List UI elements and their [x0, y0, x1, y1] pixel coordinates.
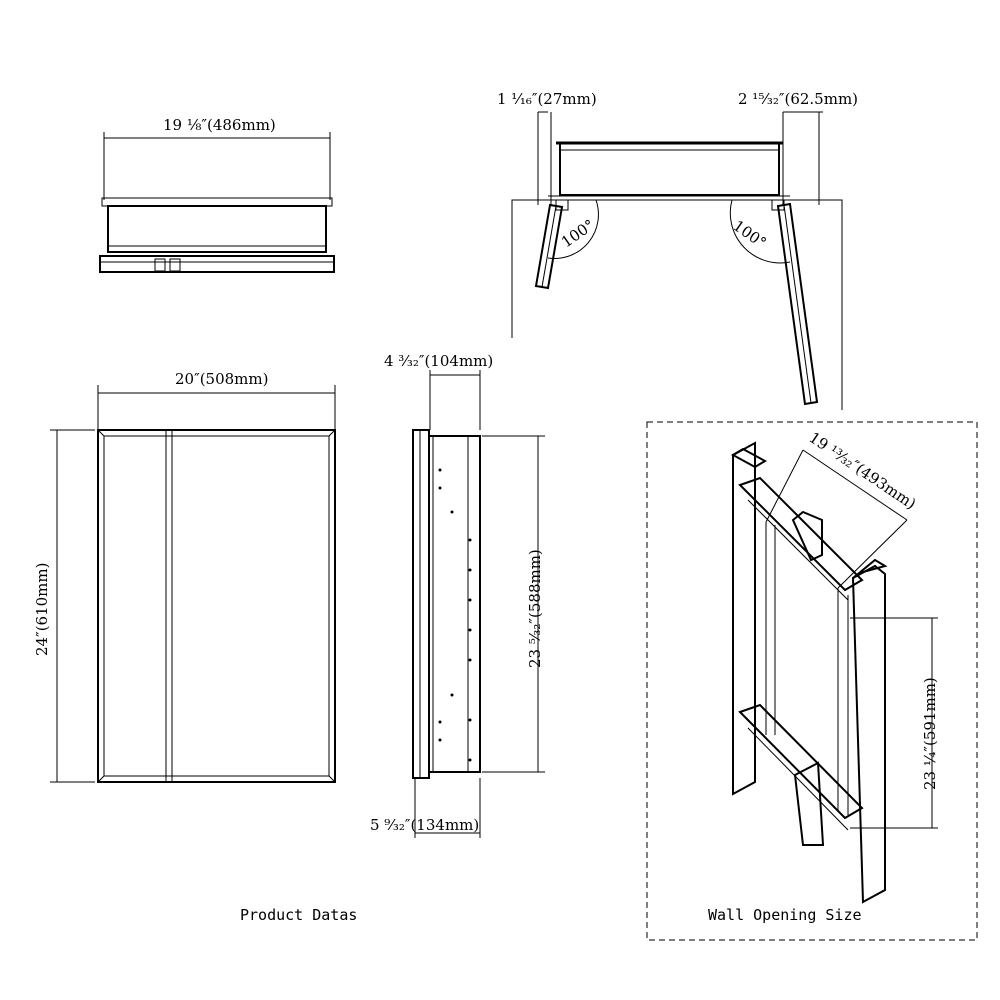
side-total-depth-label: 5 ⁹⁄₃₂″(134mm)	[370, 816, 479, 834]
left-hinge	[555, 199, 569, 211]
front-width-label: 20″(508mm)	[175, 370, 268, 388]
wall-opening-view: 19 ¹³⁄₃₂″(493mm) 23 ¼″(591mm)	[646, 421, 978, 941]
side-view: 4 ³⁄₃₂″(104mm) 23 ⁵⁄₃₂″(588mm) 5	[370, 352, 545, 838]
right-offset-label: 2 ¹⁵⁄₃₂″(62.5mm)	[738, 90, 858, 108]
hinge-view: 1 ¹⁄₁₆″(27mm) 2 ¹⁵⁄₃₂″(62.5mm) 100° 100°	[497, 90, 858, 410]
wall-width-label: 19 ¹³⁄₃₂″(493mm)	[806, 428, 920, 513]
top-hinge-block	[154, 258, 166, 272]
left-offset-label: 1 ¹⁄₁₆″(27mm)	[497, 90, 597, 108]
right-angle-label: 100°	[730, 217, 770, 252]
top-width-label: 19 ⅛″(486mm)	[163, 116, 276, 134]
stud-right	[851, 564, 886, 904]
left-angle-label: 100°	[558, 216, 598, 251]
top-view: 19 ⅛″(486mm)	[99, 116, 335, 273]
front-height-label: 24″(610mm)	[33, 563, 51, 656]
hinge-cabinet-body	[559, 142, 780, 196]
top-cabinet-body	[107, 205, 327, 253]
right-door-open	[776, 202, 819, 406]
side-cabinet-body	[428, 435, 481, 773]
right-hinge	[771, 199, 785, 211]
wall-opening-frame	[646, 421, 978, 941]
header-top	[738, 476, 864, 592]
wall-width-dimension-line	[802, 449, 908, 521]
side-door-profile	[412, 429, 430, 779]
wall-outline	[511, 199, 843, 410]
front-view: 20″(508mm) 24″(610mm)	[33, 370, 336, 783]
product-caption: Product Datas	[240, 906, 357, 924]
left-door-open	[534, 203, 564, 290]
wall-height-label: 23 ¼″(591mm)	[921, 677, 939, 790]
right-angle-arc	[729, 199, 791, 264]
left-angle-arc	[547, 199, 599, 259]
top-cabinet-lip	[101, 197, 333, 207]
stud-middle-bottom	[793, 761, 825, 846]
side-height-label: 23 ⁵⁄₃₂″(588mm)	[526, 549, 544, 668]
stud-left	[732, 441, 756, 796]
cabinet-front-inner	[103, 435, 330, 777]
wall-opening-caption: Wall Opening Size	[708, 906, 862, 924]
mounting-holes	[438, 468, 472, 762]
sill-bottom	[738, 703, 864, 820]
cabinet-front-outer	[97, 429, 336, 783]
top-door-profile	[99, 255, 335, 273]
side-depth-label: 4 ³⁄₃₂″(104mm)	[384, 352, 493, 370]
